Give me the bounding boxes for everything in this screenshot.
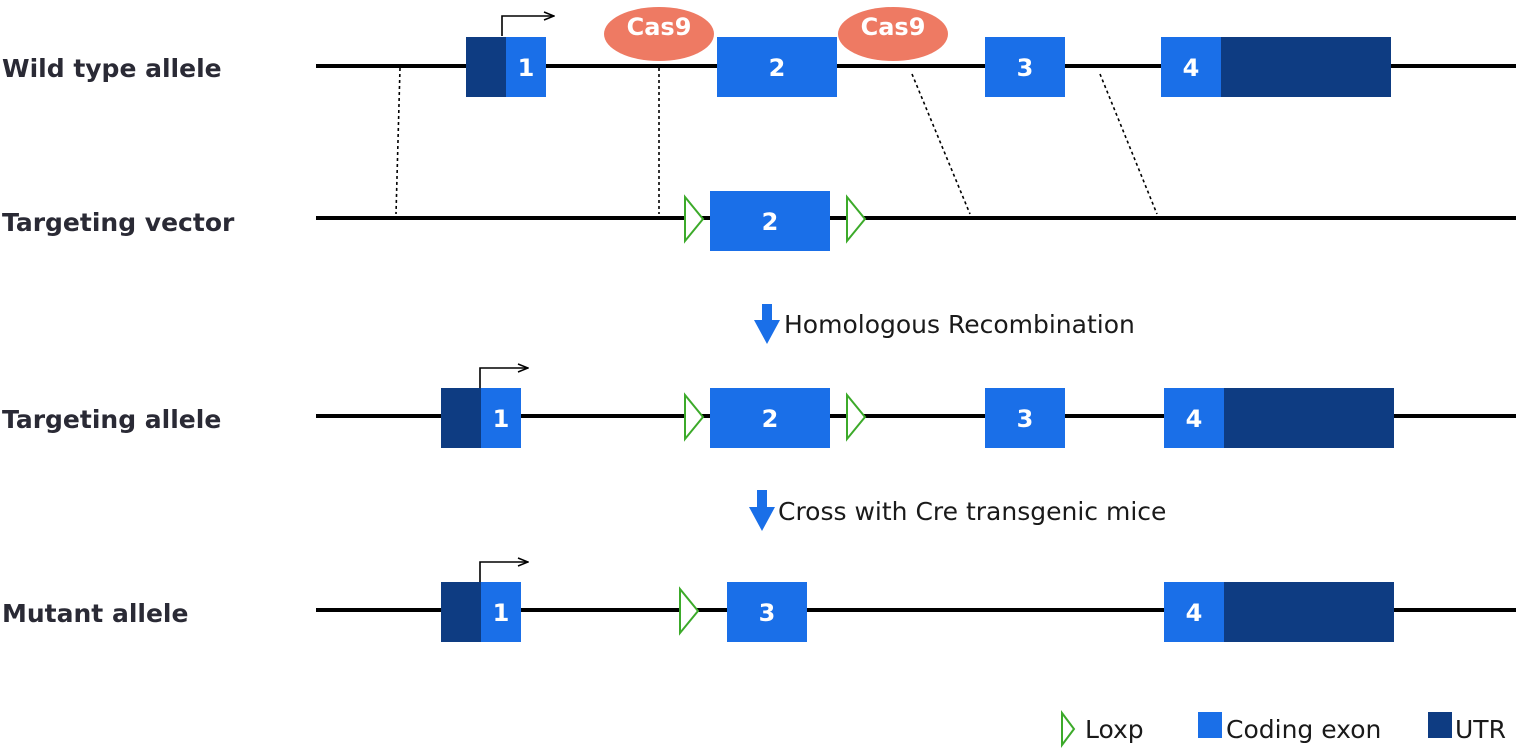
ta-exon2 <box>710 388 830 448</box>
mutant-allele-label: Mutant allele <box>2 599 188 628</box>
ta-exon3-number: 3 <box>1017 405 1034 433</box>
ta-exon2-number: 2 <box>762 405 779 433</box>
step-homologous-recombination: Homologous Recombination <box>754 304 1135 344</box>
targeting-vector-row: Targeting vector 2 <box>2 191 1516 251</box>
wt-exon1-number: 1 <box>518 54 535 82</box>
wt-exon2 <box>717 37 837 97</box>
step-homologous-text: Homologous Recombination <box>784 310 1135 339</box>
tv-exon2-number: 2 <box>762 208 779 236</box>
wt-exon3 <box>985 37 1065 97</box>
ta-exon1-coding <box>481 388 521 448</box>
mu-exon3 <box>727 582 807 642</box>
cas9-label-right: Cas9 <box>861 13 926 41</box>
mu-loxp-icon <box>679 586 700 636</box>
mu-exon1-number: 1 <box>493 599 510 627</box>
ta-loxp-left-icon <box>684 392 705 442</box>
mutant-allele-row: Mutant allele 1 3 4 <box>2 562 1516 642</box>
homology-guide-3 <box>911 73 971 215</box>
wild-type-row: Wild type allele 1 2 3 4 Cas9 Cas9 <box>2 7 1516 97</box>
homology-guide-4 <box>1099 73 1158 215</box>
wt-exon1-utr <box>466 37 506 97</box>
cas9-marker-right <box>838 7 948 61</box>
down-arrow-icon <box>749 490 775 531</box>
wt-exon4-number: 4 <box>1183 54 1200 82</box>
tv-loxp-left-icon <box>684 194 705 244</box>
ta-exon4-number: 4 <box>1186 405 1203 433</box>
cas9-label-left: Cas9 <box>627 13 692 41</box>
mu-exon3-number: 3 <box>759 599 776 627</box>
ta-transcription-start-arrow-icon <box>479 368 528 388</box>
wt-exon2-number: 2 <box>769 54 786 82</box>
targeting-vector-label: Targeting vector <box>2 208 235 237</box>
wt-transcription-start-arrow-icon <box>501 16 554 36</box>
legend-loxp-icon <box>1061 710 1076 748</box>
homology-arm-guides <box>395 67 1158 215</box>
down-arrow-icon <box>754 304 780 344</box>
step-cross-text: Cross with Cre transgenic mice <box>778 497 1166 526</box>
legend-coding-exon-swatch <box>1198 712 1222 738</box>
wt-exon1-coding <box>506 37 546 97</box>
mu-exon1-utr <box>441 582 481 642</box>
mu-exon1-coding <box>481 582 521 642</box>
ta-exon1-number: 1 <box>493 405 510 433</box>
wt-exon3-number: 3 <box>1017 54 1034 82</box>
wt-exon4-utr <box>1221 37 1391 97</box>
homology-guide-1 <box>395 67 401 215</box>
mu-exon4-coding <box>1164 582 1224 642</box>
tv-loxp-right-icon <box>846 194 867 244</box>
mu-transcription-start-arrow-icon <box>479 562 528 582</box>
tv-exon2 <box>710 191 830 251</box>
legend: Loxp Coding exon UTR <box>1061 710 1506 748</box>
legend-utr-text: UTR <box>1455 715 1506 744</box>
ta-exon3 <box>985 388 1065 448</box>
ta-exon4-utr <box>1224 388 1394 448</box>
mu-exon4-utr <box>1224 582 1394 642</box>
targeting-allele-row: Targeting allele 1 2 3 4 <box>2 368 1516 448</box>
ta-exon1-utr <box>441 388 481 448</box>
legend-coding-exon-text: Coding exon <box>1226 715 1381 744</box>
wild-type-label: Wild type allele <box>2 54 222 83</box>
ta-loxp-right-icon <box>846 392 867 442</box>
legend-loxp-text: Loxp <box>1085 715 1144 744</box>
wt-exon4-coding <box>1161 37 1221 97</box>
ta-exon4-coding <box>1164 388 1224 448</box>
legend-utr-swatch <box>1428 712 1452 738</box>
cas9-marker-left <box>604 7 714 61</box>
targeting-allele-label: Targeting allele <box>2 405 221 434</box>
mu-exon4-number: 4 <box>1186 599 1203 627</box>
step-cross-cre: Cross with Cre transgenic mice <box>749 490 1166 531</box>
